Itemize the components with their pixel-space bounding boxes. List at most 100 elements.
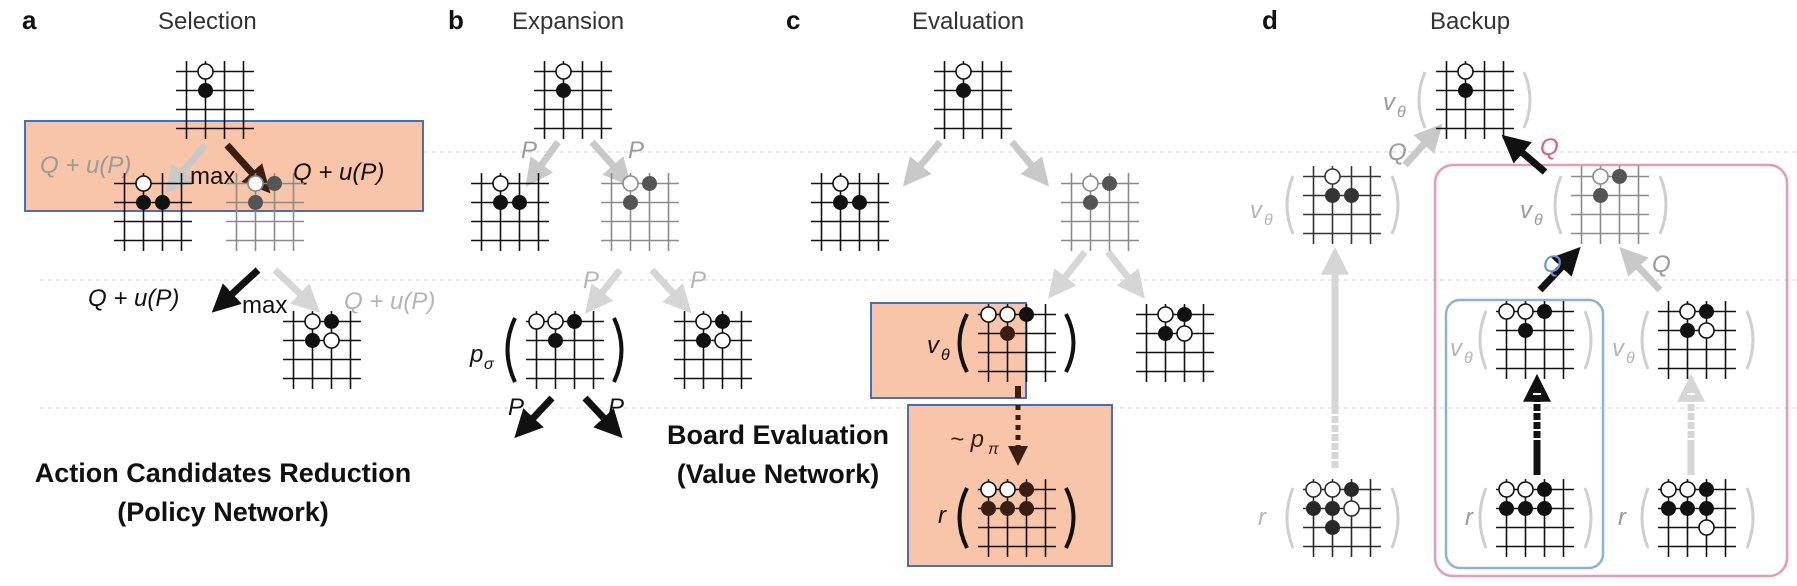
white-stone	[323, 332, 340, 349]
white-stone	[1679, 303, 1696, 320]
black-stone	[305, 333, 320, 348]
svg-text:θ: θ	[1534, 212, 1543, 229]
white-stone	[832, 175, 849, 192]
white-stone	[1660, 481, 1677, 498]
evaluation-brackets	[957, 313, 1076, 549]
black-stone	[1019, 307, 1034, 322]
white-stone	[135, 175, 152, 192]
black-stone	[248, 195, 263, 210]
black-stone	[1158, 326, 1173, 341]
expansion-p-mid-right: P	[690, 267, 706, 294]
evaluation-arrows	[902, 139, 1145, 466]
black-stone	[548, 333, 563, 348]
go-board	[978, 304, 1056, 382]
black-stone	[1325, 188, 1340, 203]
backup-v-theta-labels: v θ v θ v θ v θ v θ	[1250, 89, 1635, 367]
white-stone	[528, 313, 545, 330]
svg-text:θ: θ	[1626, 350, 1635, 367]
black-stone	[623, 195, 638, 210]
black-stone	[1000, 326, 1015, 341]
white-stone	[1517, 303, 1534, 320]
white-stone	[1457, 63, 1474, 80]
white-stone	[980, 481, 997, 498]
go-board	[176, 61, 254, 139]
evaluation-caption-line1: Board Evaluation	[667, 420, 889, 450]
panel-letter-d: d	[1262, 5, 1278, 35]
go-board	[811, 173, 889, 251]
black-stone	[1518, 323, 1533, 338]
white-stone	[1157, 306, 1174, 323]
svg-text:σ: σ	[484, 356, 495, 373]
expansion-p-bottom-right: P	[608, 394, 624, 421]
black-stone	[1306, 501, 1321, 516]
black-stone	[1019, 482, 1034, 497]
panel-letter-b: b	[448, 5, 464, 35]
white-stone	[999, 306, 1016, 323]
black-stone	[1699, 482, 1714, 497]
white-stone	[1343, 500, 1360, 517]
evaluation-r-label: r	[938, 502, 947, 529]
white-stone	[1176, 325, 1193, 342]
black-stone	[1593, 188, 1608, 203]
svg-text:r: r	[1465, 504, 1474, 531]
selection-q-u-p-left: Q + u(P)	[40, 152, 131, 179]
panel-title-backup: Backup	[1430, 8, 1510, 35]
white-stone	[547, 313, 564, 330]
backup-q-top-right: Q	[1540, 134, 1559, 161]
panel-letter-a: a	[22, 5, 37, 35]
svg-text:π: π	[988, 441, 999, 458]
white-stone	[247, 175, 264, 192]
selection-q-u-p-lower-right: Q + u(P)	[344, 288, 435, 315]
go-board	[1303, 166, 1381, 244]
selection-caption-line2: (Policy Network)	[117, 497, 329, 527]
black-stone	[1537, 482, 1552, 497]
backup-brackets	[1285, 71, 1755, 549]
panel-title-selection: Selection	[158, 8, 257, 35]
black-stone	[1680, 323, 1695, 338]
selection-q-u-p-lower-left: Q + u(P)	[88, 285, 179, 312]
white-stone	[1498, 481, 1515, 498]
go-board	[1061, 173, 1139, 251]
expansion-brackets	[505, 317, 624, 383]
black-stone	[696, 333, 711, 348]
go-board	[1136, 304, 1214, 382]
panel-letter-c: c	[786, 5, 800, 35]
svg-text:v: v	[1612, 335, 1626, 362]
svg-text:θ: θ	[1264, 212, 1273, 229]
black-stone	[642, 176, 657, 191]
go-board	[1658, 479, 1736, 557]
expansion-p-bottom-left: P	[508, 394, 524, 421]
black-stone	[956, 83, 971, 98]
black-stone	[1612, 169, 1627, 184]
white-stone	[1517, 481, 1534, 498]
panel-title-evaluation: Evaluation	[912, 8, 1024, 35]
evaluation-v-theta-label: v θ	[927, 332, 950, 364]
svg-text:θ: θ	[941, 347, 950, 364]
black-stone	[1083, 195, 1098, 210]
black-stone	[324, 314, 339, 329]
white-stone	[1305, 481, 1322, 498]
black-stone	[1537, 501, 1552, 516]
black-stone	[1699, 304, 1714, 319]
black-stone	[512, 195, 527, 210]
go-board	[934, 61, 1012, 139]
white-stone	[695, 313, 712, 330]
svg-text:v: v	[1450, 335, 1464, 362]
go-board	[978, 479, 1056, 557]
selection-max-top: max	[190, 163, 235, 190]
go-board	[1658, 301, 1736, 379]
backup-q-mid-right: Q	[1652, 251, 1671, 278]
svg-text:r: r	[1258, 504, 1267, 531]
black-stone	[1458, 83, 1473, 98]
expansion-p-sigma-label: p σ	[469, 341, 495, 373]
white-stone	[555, 63, 572, 80]
black-stone	[1499, 501, 1514, 516]
backup-blue-frame	[1444, 298, 1605, 570]
svg-text:v: v	[927, 332, 941, 359]
svg-text:v: v	[1383, 89, 1397, 116]
go-board	[526, 311, 604, 389]
white-stone	[1324, 168, 1341, 185]
white-stone	[492, 175, 509, 192]
go-board	[1303, 479, 1381, 557]
selection-caption-line1: Action Candidates Reduction	[35, 458, 412, 488]
